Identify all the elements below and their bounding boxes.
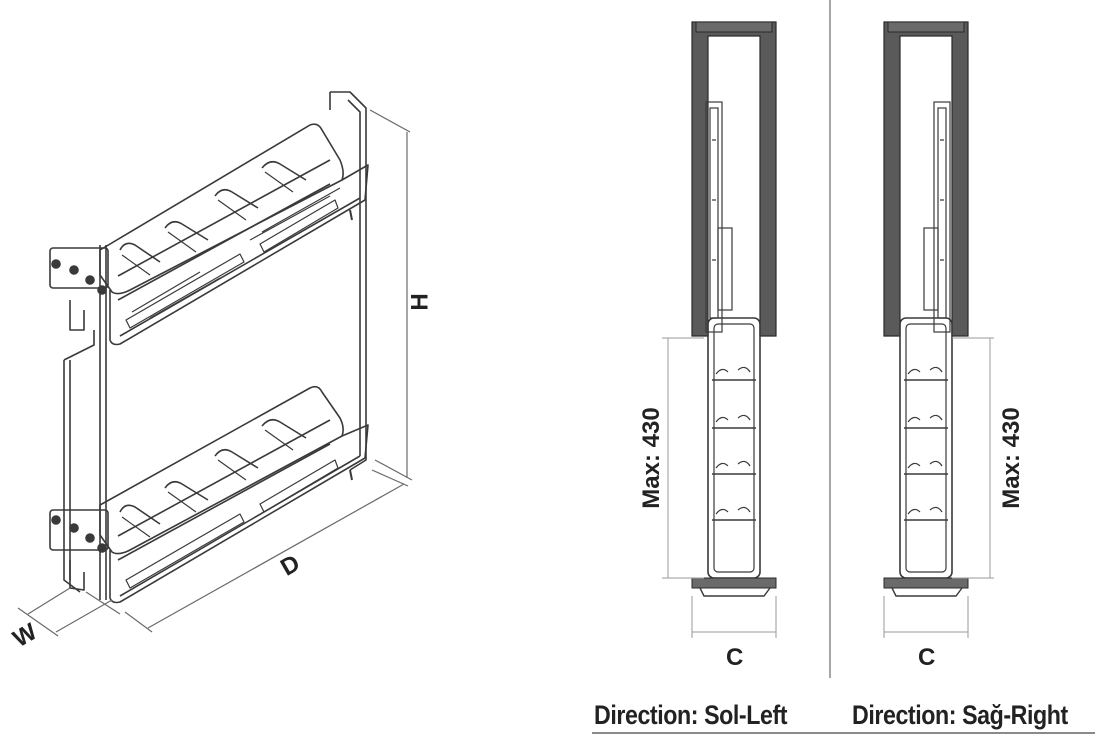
max-travel-label-left: Max: 430 bbox=[638, 407, 665, 509]
isometric-dimensions bbox=[17, 109, 413, 637]
upper-basket bbox=[99, 123, 369, 346]
front-frame bbox=[63, 245, 107, 600]
mounting-bracket-upper bbox=[49, 247, 109, 331]
c-label-left: C bbox=[726, 644, 744, 671]
left-front-view bbox=[662, 21, 777, 638]
cabinet-left bbox=[691, 21, 777, 337]
lower-basket bbox=[99, 385, 369, 604]
h-label: H bbox=[406, 293, 434, 311]
mounting-bracket-lower bbox=[49, 509, 109, 591]
caption-direction-right: Direction: Sağ-Right bbox=[852, 700, 1068, 730]
cabinet-right bbox=[883, 21, 969, 337]
max-travel-label-right: Max: 430 bbox=[998, 407, 1025, 509]
caption-direction-left: Direction: Sol-Left bbox=[594, 700, 788, 730]
h-dimension-line bbox=[369, 109, 413, 481]
w-dimension-line bbox=[17, 587, 121, 637]
right-front-view bbox=[883, 21, 994, 638]
isometric-basket-unit bbox=[49, 91, 369, 604]
c-label-right: C bbox=[918, 644, 936, 671]
rear-frame bbox=[329, 91, 367, 471]
d-dimension-line bbox=[124, 469, 409, 633]
